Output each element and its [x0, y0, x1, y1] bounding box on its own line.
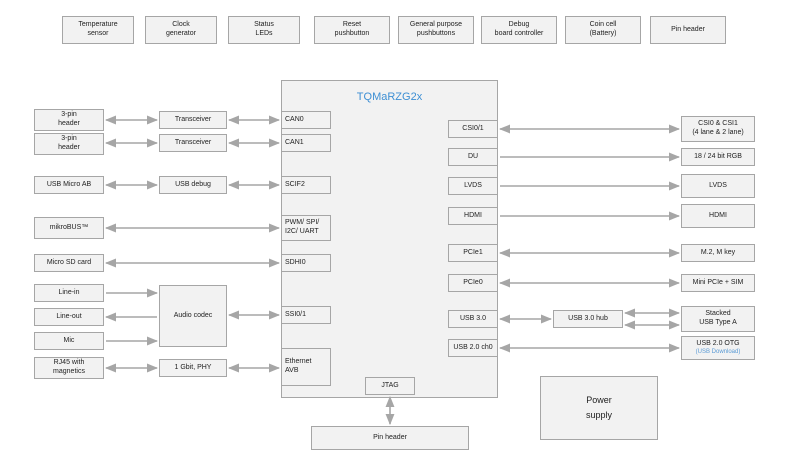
port-scif2: SCIF2 — [281, 176, 331, 194]
rj45-magnetics-box: RJ45 with magnetics — [34, 357, 104, 379]
line-in-box: Line-in — [34, 284, 104, 302]
stacked-usb-type-a-box: Stacked USB Type A — [681, 306, 755, 332]
port-lvds: LVDS — [448, 177, 498, 195]
transceiver-1-box: Transceiver — [159, 134, 227, 152]
header-3pin-1-box: 3-pin header — [34, 133, 104, 155]
pin-header-bottom-box: Pin header — [311, 426, 469, 450]
m2-m-key-box: M.2, M key — [681, 244, 755, 262]
port-ethernet-avb: Ethernet AVB — [281, 348, 331, 386]
usb-debug-box: USB debug — [159, 176, 227, 194]
line-out-box: Line-out — [34, 308, 104, 326]
temperature-sensor-box: Temperature sensor — [62, 16, 134, 44]
module-title: TQMaRZG2x — [356, 91, 423, 103]
header-3pin-0-box: 3-pin header — [34, 109, 104, 131]
port-csi0-1: CSI0/1 — [448, 120, 498, 138]
coin-cell-battery-box: Coin cell (Battery) — [565, 16, 641, 44]
mikrobus-box: mikroBUS™ — [34, 217, 104, 239]
power-supply-box: Power supply — [540, 376, 658, 440]
transceiver-0-box: Transceiver — [159, 111, 227, 129]
usb-download-label: (USB Download) — [695, 348, 741, 355]
debug-board-controller-box: Debug board controller — [481, 16, 557, 44]
micro-sd-card-box: Micro SD card — [34, 254, 104, 272]
rgb-box: 18 / 24 bit RGB — [681, 148, 755, 166]
port-can1: CAN1 — [281, 134, 331, 152]
pin-header-top-box: Pin header — [650, 16, 726, 44]
hdmi-connector-box: HDMI — [681, 204, 755, 228]
port-pwm-spi-i2c-uart: PWM/ SPI/ I2C/ UART — [281, 215, 331, 241]
audio-codec-box: Audio codec — [159, 285, 227, 347]
csi-connector-box: CSI0 & CSI1 (4 lane & 2 lane) — [681, 116, 755, 142]
port-du: DU — [448, 148, 498, 166]
usb20-otg-label: USB 2.0 OTG — [696, 339, 740, 347]
clock-generator-box: Clock generator — [145, 16, 217, 44]
mic-box: Mic — [34, 332, 104, 350]
lvds-connector-box: LVDS — [681, 174, 755, 198]
port-can0: CAN0 — [281, 111, 331, 129]
reset-pushbutton-box: Reset pushbutton — [314, 16, 390, 44]
status-leds-box: Status LEDs — [228, 16, 300, 44]
port-pcie0: PCIe0 — [448, 274, 498, 292]
port-ssi0-1: SSI0/1 — [281, 306, 331, 324]
port-jtag: JTAG — [365, 377, 415, 395]
port-hdmi: HDMI — [448, 207, 498, 225]
mini-pcie-sim-box: Mini PCIe + SIM — [681, 274, 755, 292]
port-usb20-ch0: USB 2.0 ch0 — [448, 339, 498, 357]
port-usb30: USB 3.0 — [448, 310, 498, 328]
usb30-hub-box: USB 3.0 hub — [553, 310, 623, 328]
port-sdhi0: SDHI0 — [281, 254, 331, 272]
usb-micro-ab-box: USB Micro AB — [34, 176, 104, 194]
phy-box: 1 Gbit, PHY — [159, 359, 227, 377]
port-pcie1: PCIe1 — [448, 244, 498, 262]
usb20-otg-box: USB 2.0 OTG (USB Download) — [681, 336, 755, 360]
general-purpose-pushbuttons-box: General purpose pushbuttons — [398, 16, 474, 44]
